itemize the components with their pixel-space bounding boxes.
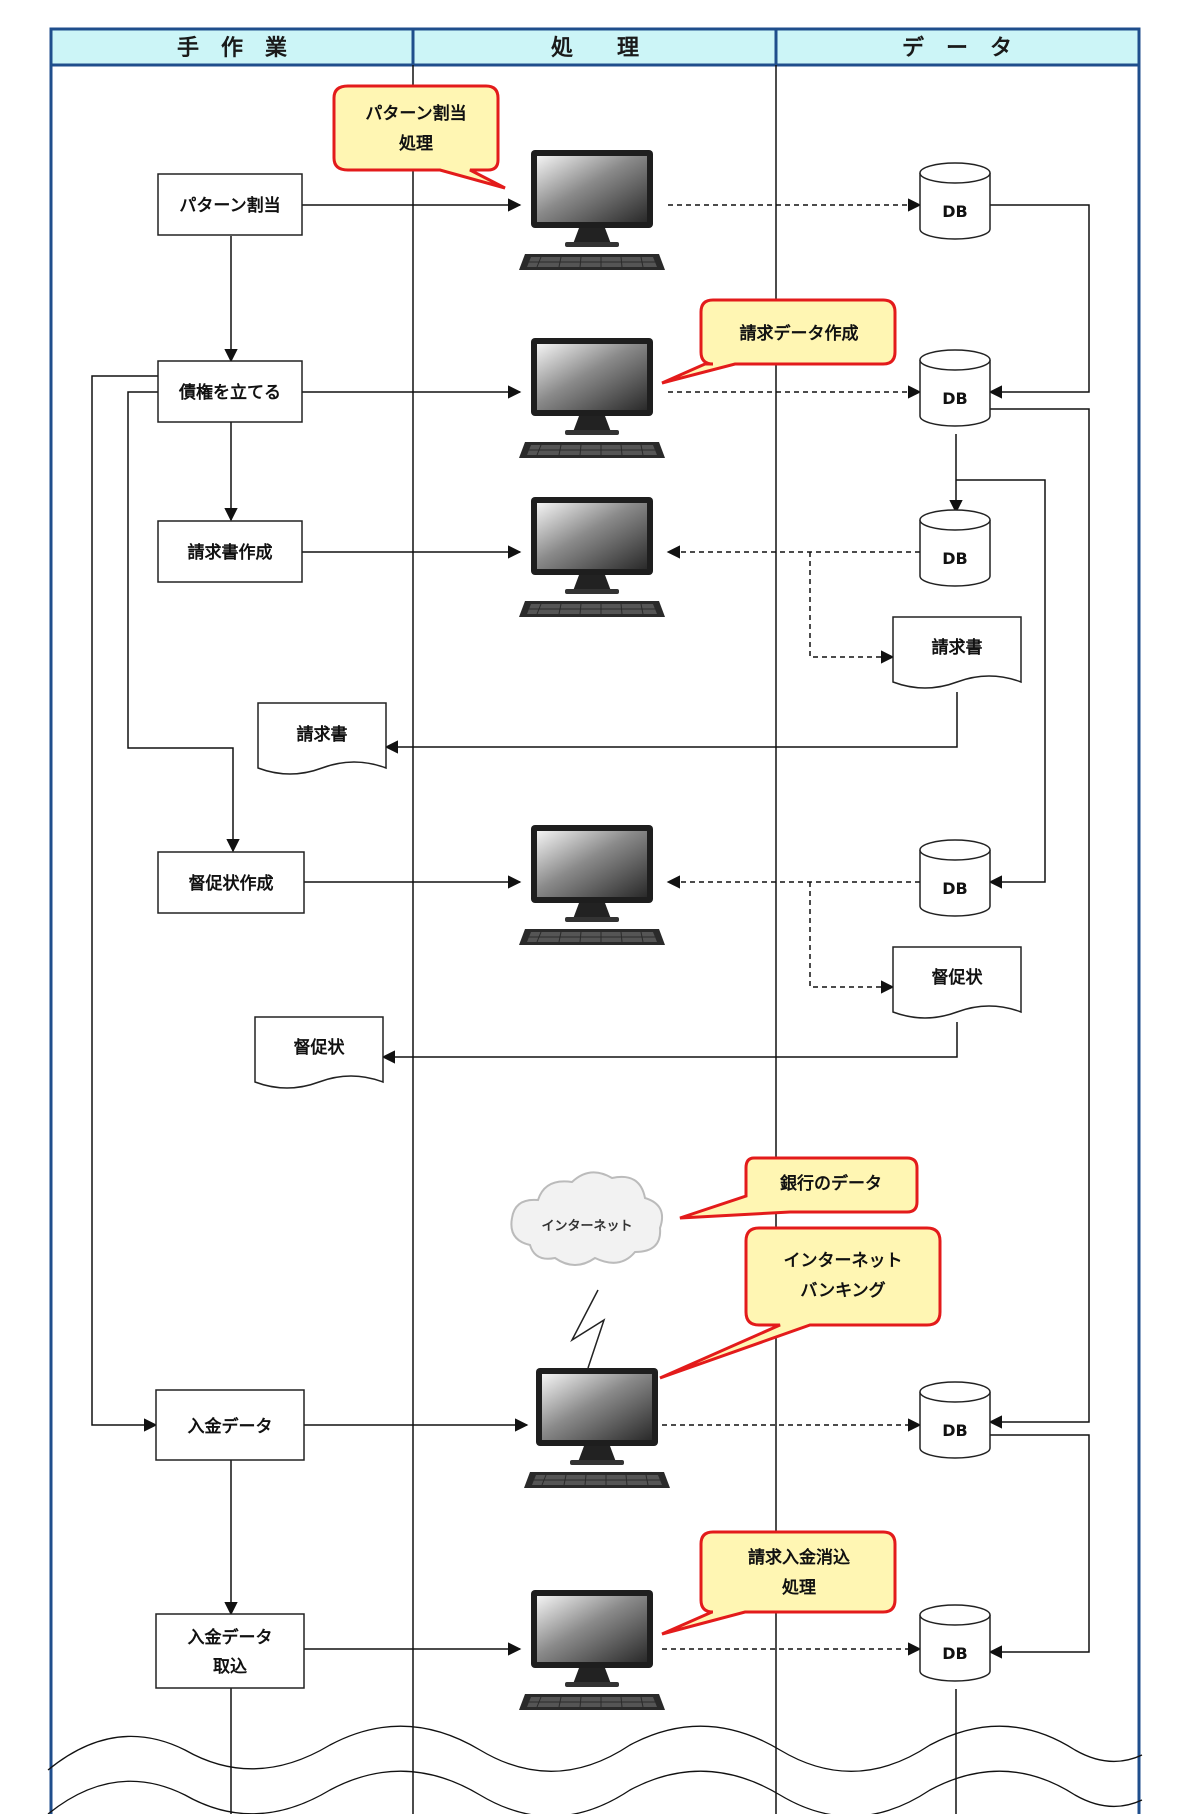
callout-reconcile-line1: 請求入金消込 — [748, 1547, 850, 1568]
database-4-label: DB — [942, 879, 967, 898]
database-1: DB — [919, 162, 991, 240]
process-box-pattern: パターン割当 — [157, 173, 303, 236]
computer-icon — [518, 1589, 666, 1711]
document-invoice-left-label: 請求書 — [297, 724, 348, 745]
lane-header-manual: 手 作 業 — [177, 36, 288, 61]
database-4: DB — [919, 839, 991, 917]
callout-net-banking-line2: バンキング — [800, 1280, 885, 1301]
document-dunning-left: 督促状 — [254, 1016, 384, 1089]
callout-pattern-line1: パターン割当 — [365, 103, 466, 124]
document-invoice-right: 請求書 — [892, 616, 1022, 689]
process-box-deposit-data: 入金データ — [155, 1389, 305, 1461]
callout-bank-data-label: 銀行のデータ — [780, 1173, 882, 1194]
lane-header-process: 処 理 — [551, 35, 639, 61]
database-3: DB — [919, 509, 991, 587]
process-box-pattern-label: パターン割当 — [179, 195, 280, 216]
process-box-invoice: 請求書作成 — [157, 520, 303, 583]
document-dunning-right-label: 督促状 — [932, 967, 984, 988]
computer-icon — [523, 1367, 671, 1489]
document-invoice-right-label: 請求書 — [932, 637, 983, 658]
callout-invoice-data-label: 請求データ作成 — [740, 323, 859, 344]
connectors — [91, 198, 1090, 1814]
computer-icon — [518, 496, 666, 618]
process-box-claim: 債権を立てる — [157, 360, 303, 423]
process-box-deposit-import-line2: 取込 — [213, 1657, 247, 1677]
cloud-icon: インターネット — [510, 1171, 664, 1266]
callout-bank-data: 銀行のデータ — [679, 1156, 919, 1220]
computer-icon — [518, 824, 666, 946]
document-invoice-left: 請求書 — [257, 702, 387, 775]
lightning-icon — [570, 1289, 606, 1369]
database-3-label: DB — [942, 549, 967, 568]
database-5: DB — [919, 1381, 991, 1459]
process-box-invoice-label: 請求書作成 — [188, 542, 273, 563]
computer-icon — [518, 337, 666, 459]
break-lines — [47, 1725, 1143, 1814]
document-dunning-right: 督促状 — [892, 946, 1022, 1019]
callout-pattern: パターン割当 処理 — [332, 84, 506, 190]
swimlane-frame — [49, 27, 1141, 1814]
process-box-deposit-import-line1: 入金データ — [188, 1627, 273, 1648]
callout-pattern-line2: 処理 — [398, 134, 433, 154]
callout-net-banking: インターネット バンキング — [659, 1226, 942, 1380]
computer-icon — [518, 149, 666, 271]
lane-header-data: デ ー タ — [902, 35, 1012, 61]
process-box-deposit-import: 入金データ 取込 — [155, 1613, 305, 1689]
callout-net-banking-line1: インターネット — [784, 1251, 903, 1271]
callout-invoice-data: 請求データ作成 — [661, 298, 897, 385]
process-box-claim-label: 債権を立てる — [178, 382, 281, 403]
database-6-label: DB — [942, 1644, 967, 1663]
callout-reconcile-line2: 処理 — [781, 1578, 816, 1598]
callout-reconcile: 請求入金消込 処理 — [661, 1530, 897, 1636]
database-1-label: DB — [942, 202, 967, 221]
database-6: DB — [919, 1604, 991, 1682]
document-dunning-left-label: 督促状 — [294, 1037, 346, 1058]
dashed-connectors — [662, 198, 922, 1656]
process-box-deposit-data-label: 入金データ — [188, 1416, 273, 1437]
process-box-dunning: 督促状作成 — [157, 851, 305, 914]
database-5-label: DB — [942, 1421, 967, 1440]
database-2: DB — [919, 349, 991, 427]
cloud-label: インターネット — [541, 1219, 632, 1234]
database-2-label: DB — [942, 389, 967, 408]
process-box-dunning-label: 督促状作成 — [189, 873, 274, 894]
